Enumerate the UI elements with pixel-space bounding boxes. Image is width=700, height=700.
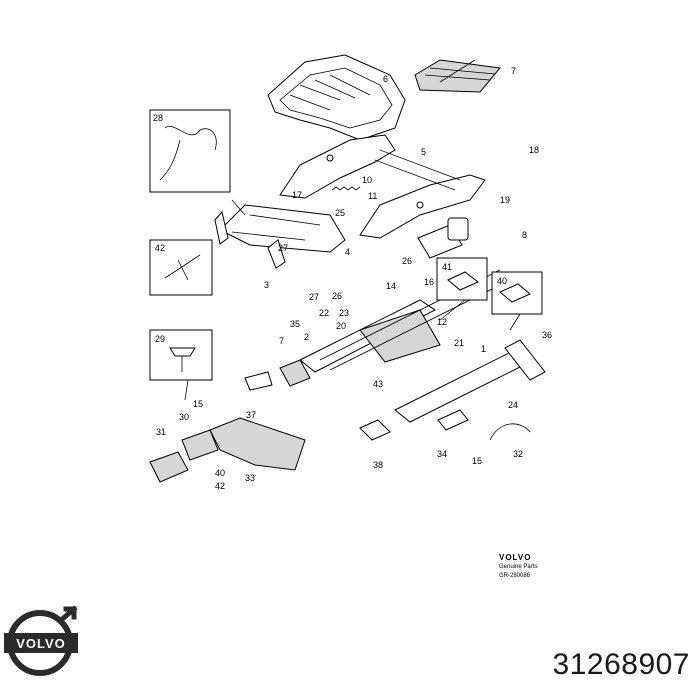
inset-29-fastener bbox=[149, 329, 213, 381]
part-lower-frame bbox=[214, 204, 346, 269]
callout-13: 11 bbox=[368, 191, 377, 201]
callout-26b: 26 bbox=[332, 291, 342, 301]
callout-17: 16 bbox=[424, 277, 434, 287]
callout-35a: 35 bbox=[290, 319, 300, 329]
part-37-bracket bbox=[244, 371, 273, 391]
callout-3: 3 bbox=[264, 280, 269, 290]
callout-19: 18 bbox=[529, 145, 539, 155]
callout-35b: 36 bbox=[542, 330, 552, 340]
callout-39: 41 bbox=[442, 262, 452, 272]
part-36-clip bbox=[359, 419, 391, 441]
callout-22: 22 bbox=[319, 308, 329, 318]
inset-28-harness bbox=[149, 109, 231, 193]
stamp-line2: GR-280086 bbox=[499, 573, 531, 579]
part-mesh-pad bbox=[414, 59, 501, 93]
callout-labels: 6 7 28 18 5 10 11 19 17 25 8 27 4 26 42 … bbox=[153, 66, 552, 491]
volvo-logo-icon: VOLVO bbox=[4, 605, 78, 676]
part-motor bbox=[417, 217, 469, 259]
callout-15b: 15 bbox=[472, 456, 482, 466]
callout-18: 20 bbox=[336, 321, 346, 331]
callout-12: 10 bbox=[362, 175, 372, 185]
inset-38-clip bbox=[491, 271, 543, 315]
callout-20: 19 bbox=[500, 195, 510, 205]
callout-37: 37 bbox=[246, 410, 256, 420]
callout-38: 40 bbox=[497, 276, 507, 286]
part-number: 31268907 bbox=[552, 648, 690, 681]
callout-26a: 26 bbox=[402, 256, 412, 266]
part-seat-track bbox=[299, 269, 546, 423]
callout-31: 31 bbox=[156, 427, 166, 437]
callout-30: 30 bbox=[179, 412, 189, 422]
callout-36: 38 bbox=[373, 460, 383, 470]
callout-23: 23 bbox=[339, 308, 349, 318]
part-33-slider bbox=[437, 409, 469, 431]
callout-5: 5 bbox=[421, 147, 426, 157]
callout-7: 7 bbox=[511, 66, 516, 76]
volvo-genuine-parts-stamp: VOLVO Genuine Parts GR-280086 bbox=[499, 553, 537, 579]
callout-21: 21 bbox=[454, 338, 464, 348]
callout-2: 2 bbox=[304, 332, 309, 342]
callout-42: 42 bbox=[155, 243, 165, 253]
callout-8: 7 bbox=[279, 336, 284, 346]
leader-lines bbox=[184, 199, 521, 401]
callout-32: 32 bbox=[513, 449, 523, 459]
callout-40: 40 bbox=[215, 468, 225, 478]
part-spring bbox=[331, 186, 361, 191]
part-cylinder bbox=[279, 359, 311, 387]
callout-11: 12 bbox=[437, 317, 447, 327]
callout-27b: 27 bbox=[309, 292, 319, 302]
part-side-frame bbox=[279, 134, 486, 239]
callout-10: 8 bbox=[522, 230, 527, 240]
callout-29: 29 bbox=[155, 334, 165, 344]
svg-text:VOLVO: VOLVO bbox=[16, 636, 66, 651]
callout-25: 25 bbox=[335, 208, 345, 218]
callout-15a: 15 bbox=[193, 399, 203, 409]
callout-43: 43 bbox=[373, 379, 383, 389]
callout-27a: 27 bbox=[278, 243, 288, 253]
part-32-cable bbox=[489, 423, 531, 441]
part-lower-cover bbox=[209, 417, 306, 471]
callout-24: 24 bbox=[508, 400, 518, 410]
callout-34: 33 bbox=[245, 473, 255, 483]
callout-1: 1 bbox=[481, 344, 486, 354]
inset-42-clip bbox=[149, 239, 213, 296]
part-control-module bbox=[149, 429, 219, 483]
callout-41: 42 bbox=[215, 481, 225, 491]
inset-39-clip bbox=[436, 257, 488, 301]
callout-33: 34 bbox=[437, 449, 447, 459]
stamp-line1: Genuine Parts bbox=[499, 564, 537, 570]
part-seat-cushion-frame bbox=[267, 54, 406, 141]
callout-6: 6 bbox=[383, 74, 388, 84]
stamp-brand: VOLVO bbox=[499, 553, 531, 562]
callout-28: 28 bbox=[153, 113, 163, 123]
callout-14: 14 bbox=[386, 281, 396, 291]
callout-16: 17 bbox=[292, 190, 302, 200]
callout-4: 4 bbox=[345, 247, 350, 257]
